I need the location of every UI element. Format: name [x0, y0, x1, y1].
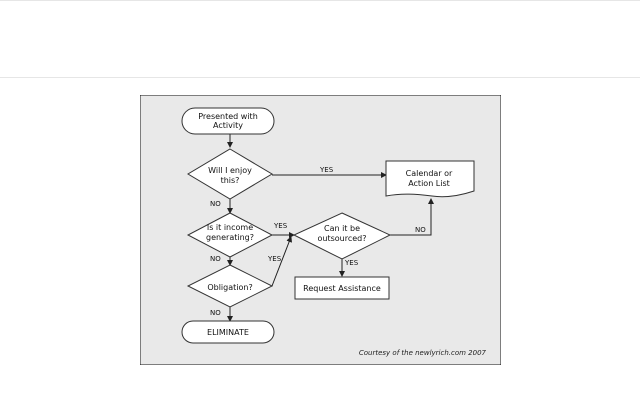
decision-enjoy — [187, 148, 273, 200]
decision-income — [186, 212, 274, 258]
start-node-label-line1: Presented with — [198, 112, 258, 121]
label-enjoy-no: NO — [210, 200, 221, 208]
decision-income-line2: generating? — [206, 233, 254, 242]
label-outsourced-yes: YES — [344, 259, 359, 267]
top-header-band — [0, 0, 640, 78]
label-income-yes: YES — [273, 222, 288, 230]
decision-outsourced — [292, 212, 392, 260]
decision-income-line1: Is it income — [207, 223, 253, 232]
document-calendar-line2: Action List — [408, 179, 450, 188]
edge-obligation-outsourced-yes — [271, 236, 292, 287]
image-credit: Courtesy of the newlyrich.com 2007 — [359, 349, 487, 357]
label-obligation-yes: YES — [267, 255, 282, 263]
edge-outsourced-calendar-no — [386, 198, 434, 236]
process-request-assistance — [294, 276, 390, 300]
decision-obligation — [186, 264, 274, 308]
document-calendar-action-list — [385, 160, 475, 198]
document-calendar-line1: Calendar or — [406, 169, 453, 178]
label-obligation-no: NO — [210, 309, 221, 317]
label-income-no: NO — [210, 255, 221, 263]
label-enjoy-yes: YES — [319, 166, 334, 174]
end-node-eliminate-label: ELIMINATE — [207, 328, 249, 337]
decision-enjoy-line2: this? — [221, 176, 240, 185]
decision-obligation-label: Obligation? — [207, 283, 252, 292]
end-node-eliminate — [181, 320, 275, 344]
decision-outsourced-line1: Can it be — [324, 224, 360, 233]
process-request-assistance-label: Request Assistance — [303, 284, 381, 293]
decision-enjoy-line1: Will I enjoy — [208, 166, 252, 175]
start-node-label-line2: Activity — [213, 121, 243, 130]
decision-outsourced-line2: outsourced? — [318, 234, 367, 243]
label-outsourced-no: NO — [415, 226, 426, 234]
flowchart-figure: Presented with Activity Will I enjoy thi… — [140, 95, 501, 365]
start-node — [181, 107, 275, 135]
